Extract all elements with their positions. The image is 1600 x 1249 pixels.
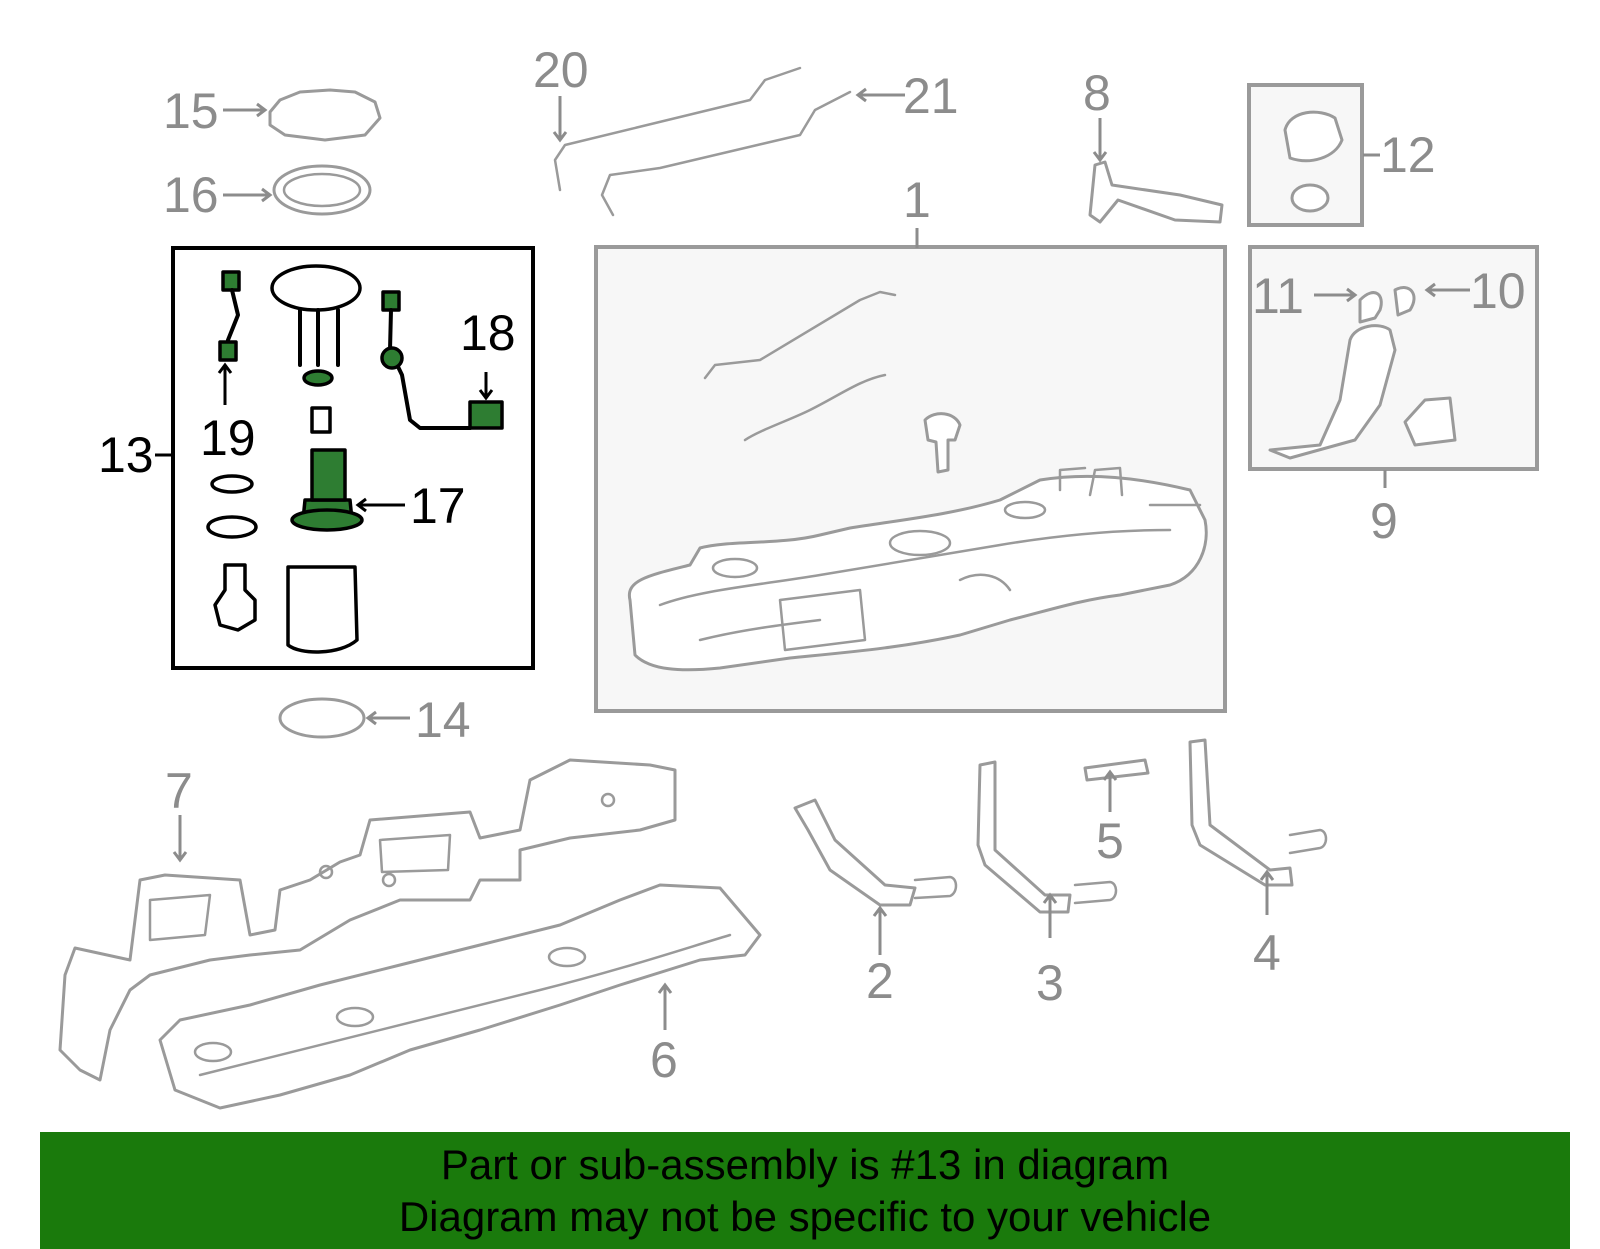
leader-15 xyxy=(223,102,268,118)
fuel-cap[interactable] xyxy=(1283,110,1344,163)
leader-4 xyxy=(1259,869,1275,915)
strap-pad-5[interactable] xyxy=(1083,758,1150,782)
filler-grommet-10[interactable] xyxy=(1393,286,1416,317)
callout-11: 11 xyxy=(1252,268,1304,324)
callout-12: 12 xyxy=(1380,127,1436,183)
strap-4-end xyxy=(1288,828,1328,855)
filler-bracket[interactable] xyxy=(1403,396,1457,447)
callout-8: 8 xyxy=(1083,65,1111,121)
leader-8 xyxy=(1092,118,1108,163)
callout-3: 3 xyxy=(1036,955,1064,1011)
tank-vent-valve[interactable] xyxy=(923,412,962,474)
callout-18: 18 xyxy=(460,305,516,361)
tank-shield-7[interactable] xyxy=(58,758,677,1082)
fuel-tube-20[interactable] xyxy=(553,66,802,192)
callout-15: 15 xyxy=(163,83,219,139)
callout-14: 14 xyxy=(415,692,471,748)
callout-6: 6 xyxy=(650,1032,678,1088)
callout-20: 20 xyxy=(533,42,589,98)
strap-3-end xyxy=(1073,880,1118,905)
filler-pipe[interactable] xyxy=(1268,324,1397,460)
callout-21: 21 xyxy=(903,68,959,124)
callout-5: 5 xyxy=(1096,813,1124,869)
leader-17 xyxy=(355,497,405,513)
leader-20 xyxy=(552,96,568,143)
tank-vent-hose[interactable] xyxy=(703,290,897,380)
banner-line-disclaimer: Diagram may not be specific to your vehi… xyxy=(398,1192,1212,1240)
leader-11 xyxy=(1314,287,1358,303)
callout-7: 7 xyxy=(165,763,193,819)
callout-4: 4 xyxy=(1253,925,1281,981)
fuel-pump-harness-19[interactable] xyxy=(218,270,241,362)
leader-7 xyxy=(172,815,188,863)
tank-fill-hose[interactable] xyxy=(743,373,887,442)
callout-19: 19 xyxy=(200,410,256,466)
tank-bracket-8[interactable] xyxy=(1088,160,1224,224)
skid-plate-6[interactable] xyxy=(158,883,762,1110)
fuel-pump-assembly[interactable] xyxy=(206,264,364,654)
callout-16: 16 xyxy=(163,167,219,223)
info-banner: Part or sub-assembly is #13 in diagram D… xyxy=(40,1132,1570,1249)
fuel-gauge-sender-18[interactable] xyxy=(380,290,504,430)
tank-strap-2[interactable] xyxy=(793,798,917,907)
callout-9: 9 xyxy=(1370,493,1398,549)
leader-3 xyxy=(1042,892,1058,938)
callout-13: 13 xyxy=(98,427,154,483)
strap-2-end xyxy=(913,875,958,900)
leader-18 xyxy=(478,372,494,401)
tank-strap-3[interactable] xyxy=(976,760,1072,914)
banner-line-part: Part or sub-assembly is #13 in diagram xyxy=(440,1140,1170,1188)
leader-16 xyxy=(223,187,273,203)
leader-2 xyxy=(872,905,888,955)
leader-6 xyxy=(657,982,673,1030)
callout-1: 1 xyxy=(903,172,931,228)
callout-17: 17 xyxy=(410,478,466,534)
leader-21 xyxy=(855,87,905,103)
leader-5 xyxy=(1102,769,1118,812)
filler-seal-11[interactable] xyxy=(1358,291,1383,324)
fuel-tank[interactable] xyxy=(627,466,1208,672)
leader-14 xyxy=(365,710,410,726)
callout-10: 10 xyxy=(1470,263,1526,319)
leader-19 xyxy=(217,362,233,405)
tank-strap-4[interactable] xyxy=(1188,738,1294,887)
gasket-14[interactable] xyxy=(278,697,366,739)
leader-10 xyxy=(1424,282,1470,298)
callout-2: 2 xyxy=(866,953,894,1009)
lock-ring-15[interactable] xyxy=(268,88,382,142)
fuel-cap-grommet[interactable] xyxy=(1290,183,1330,213)
fuel-tube-21[interactable] xyxy=(600,90,852,217)
